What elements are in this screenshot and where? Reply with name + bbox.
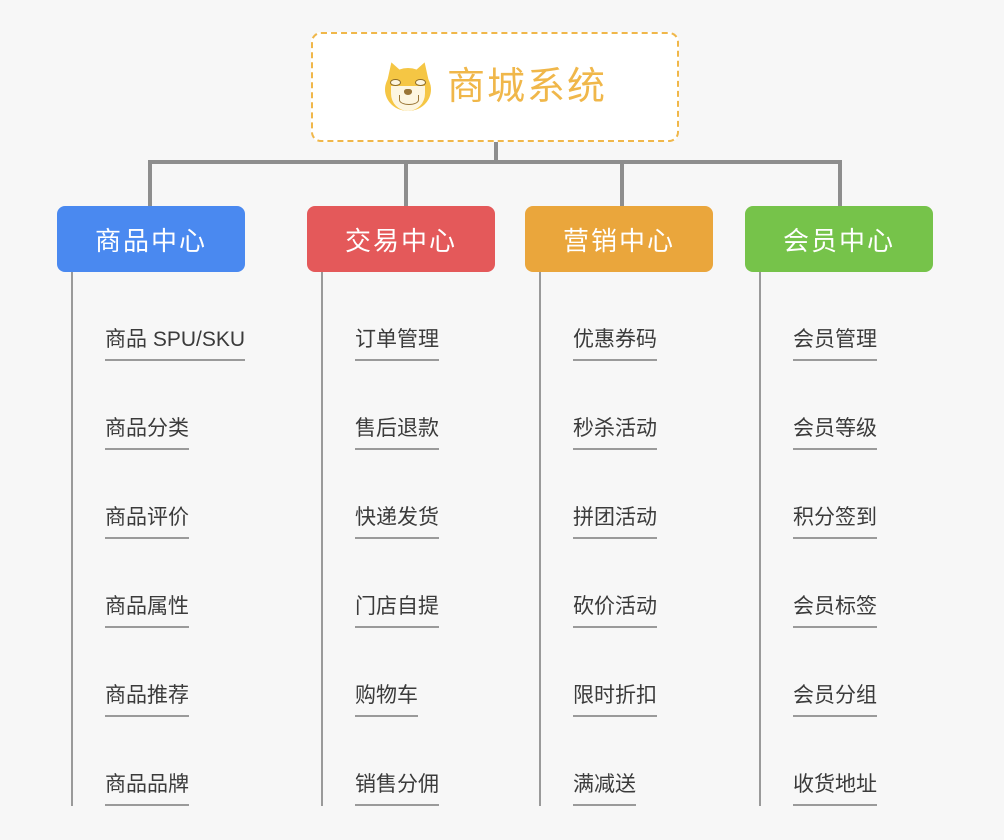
leaf-item-label: 售后退款 — [355, 416, 439, 450]
leaf-item[interactable]: 限时折扣 — [541, 628, 713, 717]
leaf-item-label: 收货地址 — [793, 772, 877, 806]
leaf-item-label: 秒杀活动 — [573, 416, 657, 450]
root-title: 商城系统 — [446, 66, 607, 108]
leaf-item[interactable]: 商品评价 — [73, 450, 245, 539]
branch-header-3[interactable]: 营销中心 — [525, 206, 713, 272]
branch-item-list-4: 会员管理会员等级积分签到会员标签会员分组收货地址 — [759, 272, 933, 806]
connector-drop-branch-1 — [148, 160, 152, 206]
leaf-item-label: 购物车 — [355, 683, 418, 717]
leaf-item[interactable]: 销售分佣 — [323, 717, 495, 806]
branch-column-1: 商品中心商品 SPU/SKU 商品分类商品评价商品属性商品推荐商品品牌 — [57, 206, 246, 806]
leaf-item-label: 积分签到 — [793, 505, 877, 539]
root-node[interactable]: 商城系统 — [311, 32, 679, 142]
branch-header-2[interactable]: 交易中心 — [307, 206, 495, 272]
leaf-item-label: 商品推荐 — [105, 683, 189, 717]
connector-drop-branch-2 — [404, 160, 408, 206]
branch-column-4: 会员中心会员管理会员等级积分签到会员标签会员分组收货地址 — [745, 206, 933, 806]
leaf-item[interactable]: 会员等级 — [761, 361, 933, 450]
leaf-item[interactable]: 售后退款 — [323, 361, 495, 450]
shiba-eye-left-icon — [389, 79, 401, 86]
branch-header-4[interactable]: 会员中心 — [745, 206, 933, 272]
connector-root-stem — [494, 142, 498, 164]
leaf-item-label: 销售分佣 — [355, 772, 439, 806]
leaf-item[interactable]: 购物车 — [323, 628, 495, 717]
leaf-item[interactable]: 商品品牌 — [73, 717, 245, 806]
leaf-item-label: 商品品牌 — [105, 772, 189, 806]
leaf-item[interactable]: 会员分组 — [761, 628, 933, 717]
leaf-item[interactable]: 秒杀活动 — [541, 361, 713, 450]
connector-drop-branch-3 — [620, 160, 624, 206]
shiba-mouth-icon — [398, 95, 419, 105]
leaf-item[interactable]: 收货地址 — [761, 717, 933, 806]
leaf-item-label: 商品评价 — [105, 505, 189, 539]
leaf-item-label: 订单管理 — [355, 327, 439, 361]
leaf-item[interactable]: 订单管理 — [323, 272, 495, 361]
leaf-item[interactable]: 商品属性 — [73, 539, 245, 628]
leaf-item[interactable]: 商品分类 — [73, 361, 245, 450]
leaf-item-label: 砍价活动 — [573, 594, 657, 628]
branch-item-list-1: 商品 SPU/SKU 商品分类商品评价商品属性商品推荐商品品牌 — [71, 272, 246, 806]
leaf-item-label: 会员分组 — [793, 683, 877, 717]
leaf-item[interactable]: 商品推荐 — [73, 628, 245, 717]
leaf-item[interactable]: 门店自提 — [323, 539, 495, 628]
leaf-item[interactable]: 拼团活动 — [541, 450, 713, 539]
leaf-item-label: 会员等级 — [793, 416, 877, 450]
leaf-item[interactable]: 会员标签 — [761, 539, 933, 628]
leaf-item-label: 门店自提 — [355, 594, 439, 628]
shiba-nose-icon — [403, 89, 412, 95]
leaf-item[interactable]: 快递发货 — [323, 450, 495, 539]
leaf-item-label: 拼团活动 — [573, 505, 657, 539]
leaf-item[interactable]: 优惠券码 — [541, 272, 713, 361]
leaf-item-label: 快递发货 — [355, 505, 439, 539]
shiba-inu-icon — [381, 59, 435, 112]
branch-header-1[interactable]: 商品中心 — [57, 206, 245, 272]
leaf-item-label: 会员管理 — [793, 327, 877, 361]
branch-item-list-3: 优惠券码秒杀活动拼团活动砍价活动限时折扣满减送 — [539, 272, 713, 806]
leaf-item[interactable]: 满减送 — [541, 717, 713, 806]
leaf-item-label: 会员标签 — [793, 594, 877, 628]
leaf-item-label: 优惠券码 — [573, 327, 657, 361]
leaf-item-label: 限时折扣 — [573, 683, 657, 717]
leaf-item[interactable]: 商品 SPU/SKU — [73, 272, 246, 361]
leaf-item[interactable]: 砍价活动 — [541, 539, 713, 628]
connector-horizontal-bus — [150, 160, 842, 164]
branch-column-2: 交易中心订单管理售后退款快递发货门店自提购物车销售分佣 — [307, 206, 495, 806]
branch-column-3: 营销中心优惠券码秒杀活动拼团活动砍价活动限时折扣满减送 — [525, 206, 713, 806]
branch-item-list-2: 订单管理售后退款快递发货门店自提购物车销售分佣 — [321, 272, 495, 806]
connector-drop-branch-4 — [838, 160, 842, 206]
leaf-item-label: 商品属性 — [105, 594, 189, 628]
shiba-eye-right-icon — [414, 79, 426, 86]
leaf-item[interactable]: 积分签到 — [761, 450, 933, 539]
leaf-item-label: 满减送 — [573, 772, 636, 806]
leaf-item-label: 商品 SPU/SKU — [105, 327, 246, 361]
leaf-item-label: 商品分类 — [105, 416, 189, 450]
leaf-item[interactable]: 会员管理 — [761, 272, 933, 361]
